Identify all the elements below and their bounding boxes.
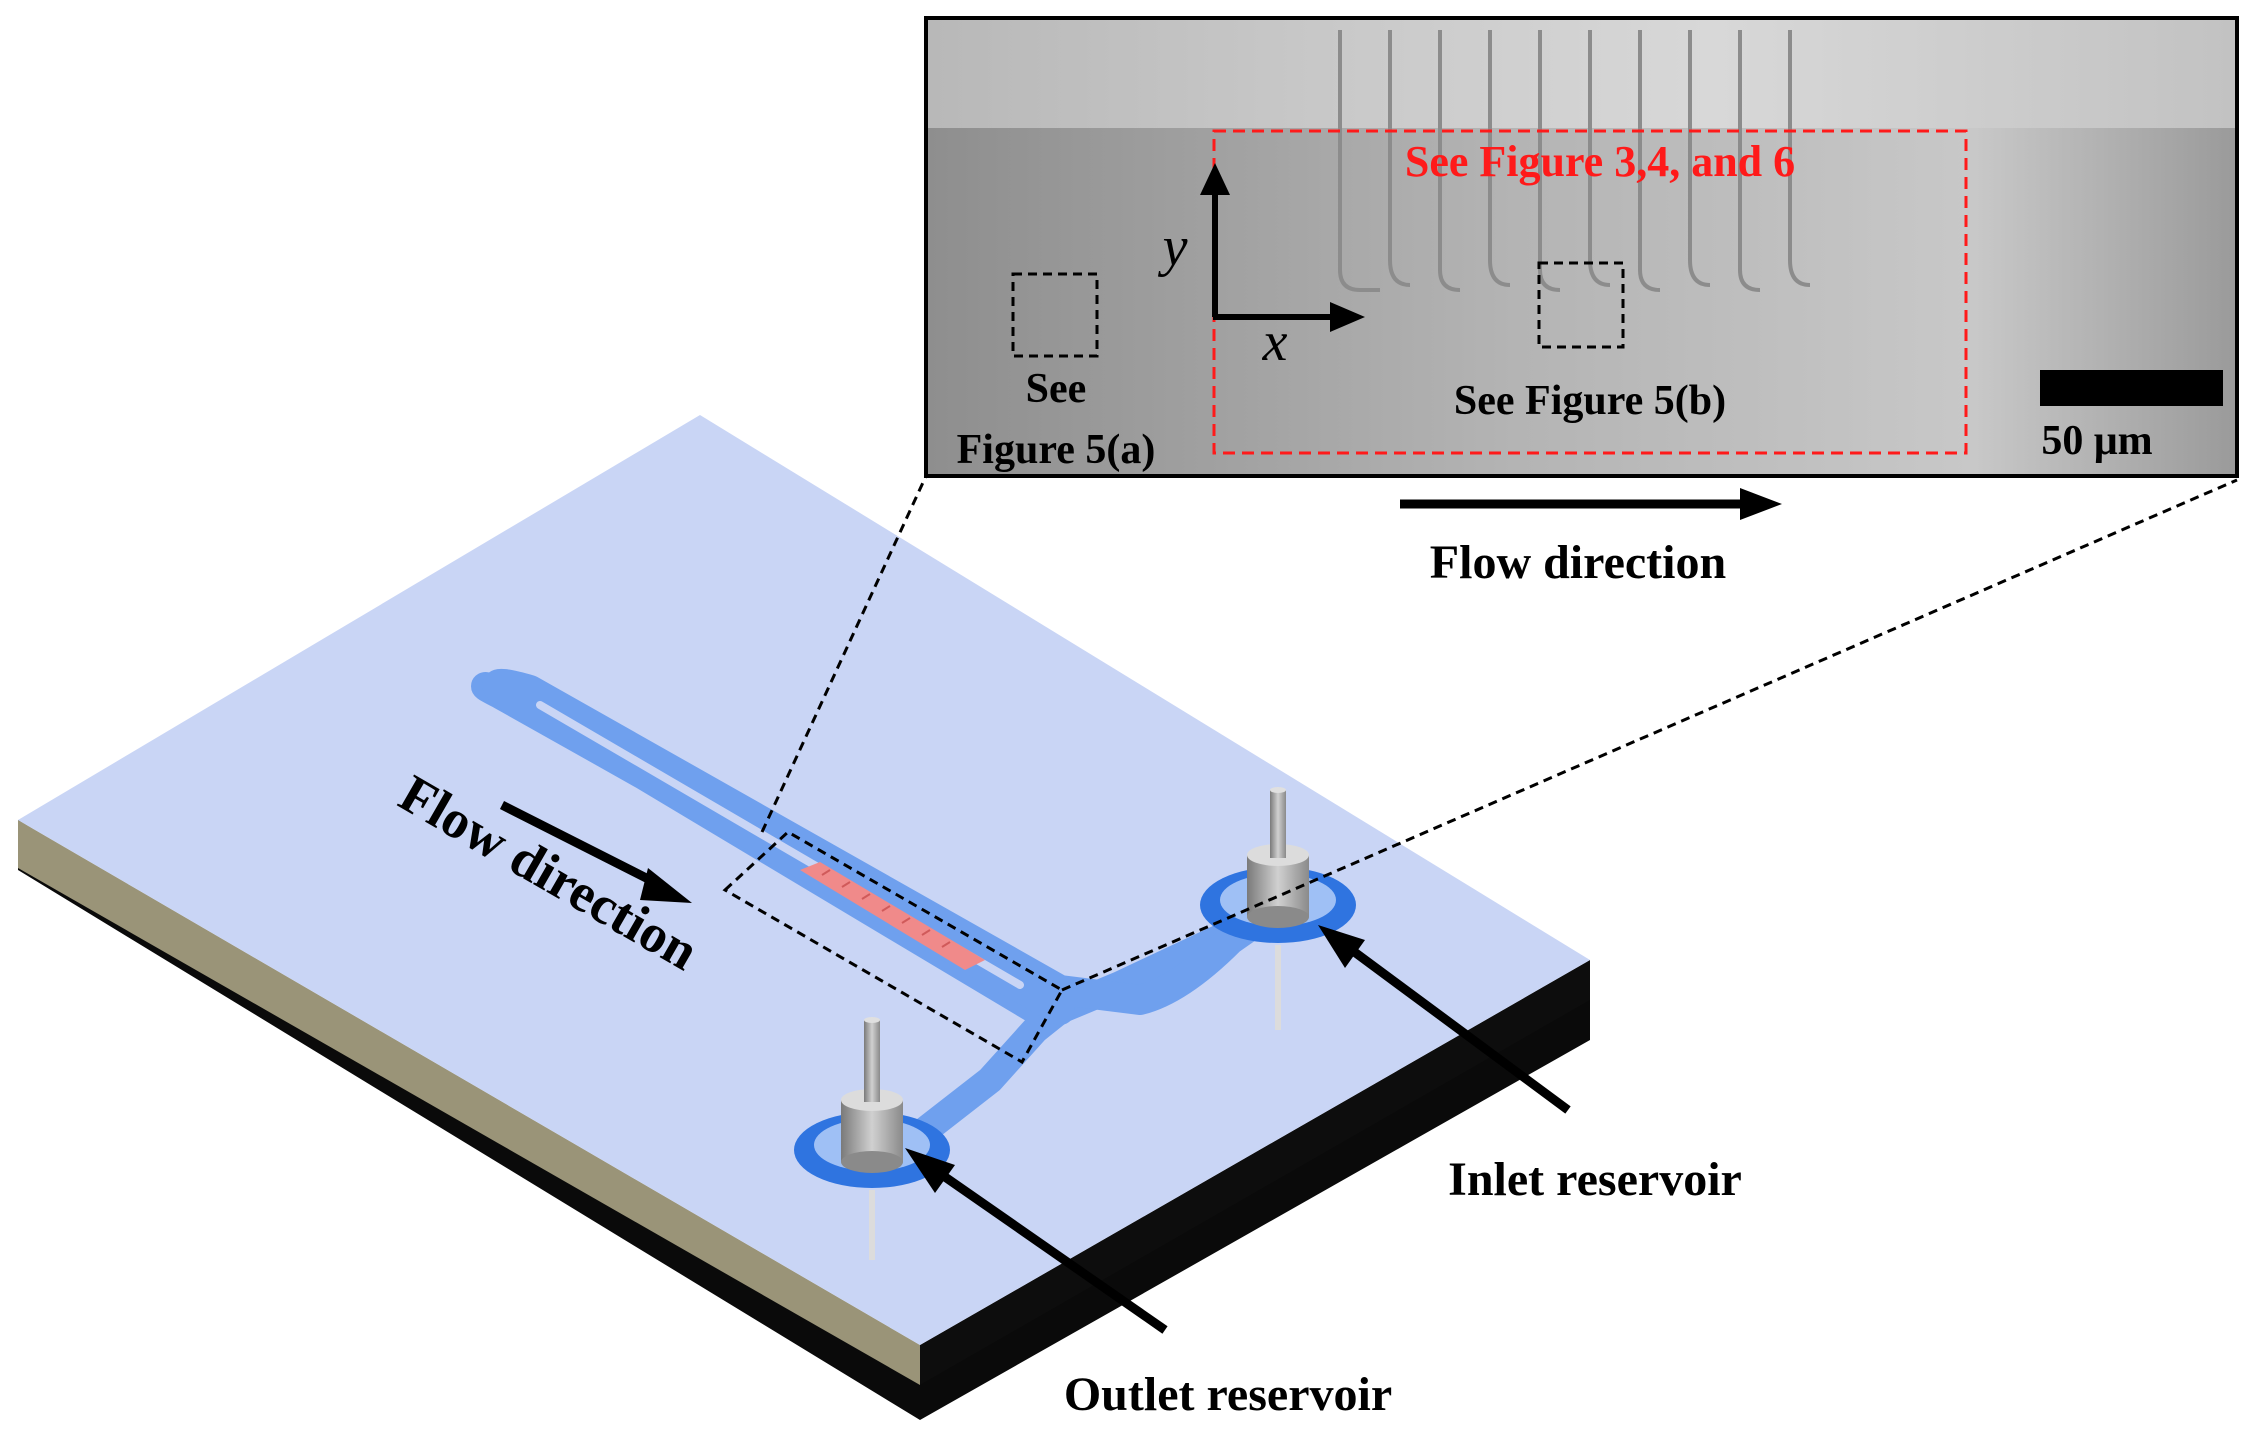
label-inlet-reservoir: Inlet reservoir xyxy=(1448,1153,1742,1206)
roi-figure-5b xyxy=(1537,261,1625,349)
axis-label-y: y xyxy=(1158,216,1188,278)
zoom-leader-lines xyxy=(760,475,2238,992)
outlet-pointer xyxy=(905,1148,1168,1334)
electrode-array xyxy=(800,862,985,970)
label-see-figure-346: See Figure 3,4, and 6 xyxy=(1405,137,1795,186)
inlet-pointer xyxy=(1318,925,1571,1114)
flow-arrow-chip xyxy=(499,800,692,903)
scale-bar-label: 50 μm xyxy=(2041,418,2152,464)
label-see-figure-5a-line2: Figure 5(a) xyxy=(957,427,1156,473)
micrograph-electrodes xyxy=(1338,30,1811,292)
flow-arrow-top xyxy=(1400,488,1782,520)
inlet-reservoir xyxy=(1200,787,1356,1030)
channel-loop xyxy=(482,668,1295,1025)
outlet-reservoir xyxy=(794,1017,950,1260)
micrograph-inset: See Figure 3,4, and 6 See Figure 5(a) Se… xyxy=(924,16,2239,478)
electrode-fingers xyxy=(821,869,951,948)
label-outlet-reservoir: Outlet reservoir xyxy=(1064,1368,1392,1421)
label-flow-direction-top: Flow direction xyxy=(1430,536,1726,589)
chip xyxy=(18,415,1590,1420)
axis-label-x: x xyxy=(1262,311,1288,373)
label-see-figure-5b: See Figure 5(b) xyxy=(1454,378,1726,424)
chip-side-face xyxy=(18,820,920,1385)
scale-bar xyxy=(2040,370,2223,406)
roi-figure-5a xyxy=(1011,272,1099,358)
label-see-figure-5a-line1: See xyxy=(1026,366,1087,412)
coordinate-axes xyxy=(1200,163,1365,332)
